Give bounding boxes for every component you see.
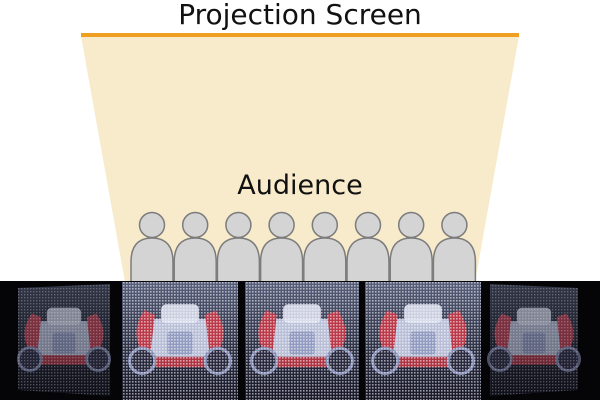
photo-panel (122, 282, 238, 400)
photo-panel (245, 282, 359, 400)
person-body (303, 237, 347, 283)
person-head (268, 211, 295, 239)
person-body (216, 237, 261, 283)
photo-panel (486, 284, 582, 396)
person-body (432, 237, 477, 283)
person-head (181, 211, 209, 239)
person-body (346, 237, 390, 283)
photo-strip (16, 282, 582, 400)
audience-member (389, 211, 433, 283)
audience-member (173, 211, 217, 283)
projection-screen (81, 33, 519, 37)
screen-label: Projection Screen (178, 0, 422, 31)
audience-label: Audience (237, 170, 363, 201)
person-head (397, 211, 425, 239)
photo-panel (16, 284, 112, 396)
audience-member (130, 211, 174, 283)
audience-member (259, 211, 304, 283)
person-head (441, 211, 468, 239)
person-head (138, 211, 166, 239)
person-head (354, 211, 382, 239)
person-body (173, 237, 217, 283)
person-body (389, 237, 433, 283)
audience-member (432, 211, 477, 283)
audience-member (216, 211, 261, 283)
person-body (259, 237, 304, 283)
person-head (225, 211, 252, 239)
audience-member (303, 211, 347, 283)
photo-panel (365, 282, 481, 400)
person-body (130, 237, 174, 283)
audience-member (346, 211, 390, 283)
audience-group (130, 211, 477, 283)
person-head (311, 211, 339, 239)
